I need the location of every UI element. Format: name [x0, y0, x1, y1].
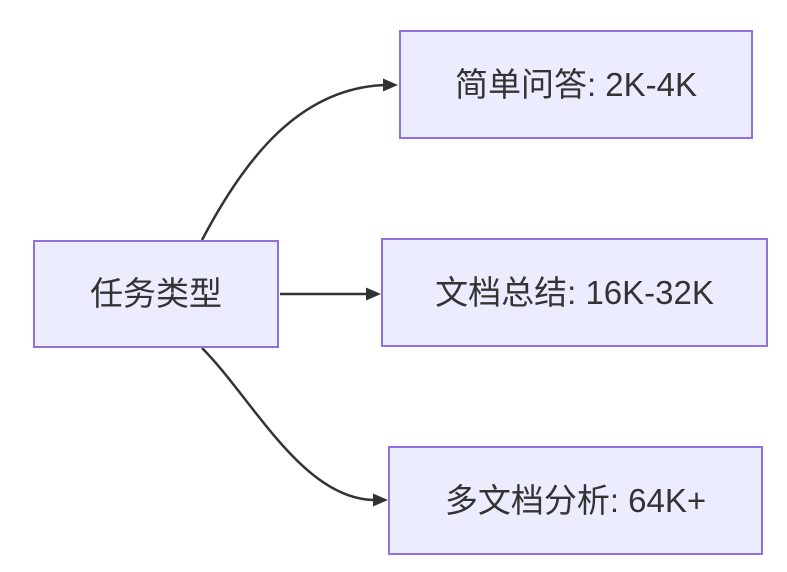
node-simple-qa: 简单问答: 2K-4K [399, 30, 753, 139]
node-doc-summary: 文档总结: 16K-32K [381, 238, 768, 347]
edge-root-to-multi-doc [201, 347, 388, 507]
node-simple-qa-label: 简单问答: 2K-4K [454, 65, 698, 103]
edge-root-to-doc-summary [280, 287, 381, 301]
edge-curve-top [200, 83, 386, 241]
edge-root-to-simple-qa [200, 78, 398, 241]
arrowhead-icon [366, 287, 381, 301]
node-task-type-label: 任务类型 [90, 275, 222, 313]
arrowhead-icon [383, 78, 398, 92]
node-multi-doc-analysis: 多文档分析: 64K+ [388, 446, 763, 555]
arrowhead-icon [373, 493, 388, 507]
edge-curve-bottom [201, 347, 376, 502]
node-multi-doc-analysis-label: 多文档分析: 64K+ [444, 481, 707, 519]
node-task-type: 任务类型 [33, 240, 279, 348]
node-doc-summary-label: 文档总结: 16K-32K [435, 273, 714, 311]
